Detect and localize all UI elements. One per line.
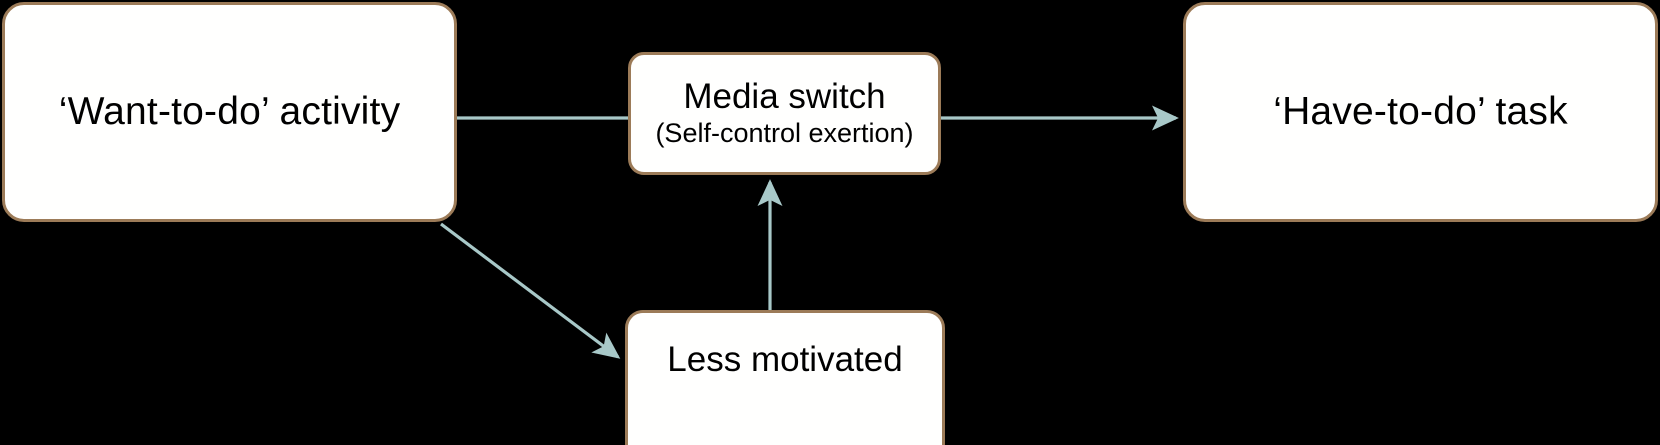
node-sublabel: (Self-control exertion) [655, 117, 914, 148]
edge-want-to-less [440, 222, 621, 359]
node-less-motivated[interactable]: Less motivated [625, 310, 945, 445]
node-label: ‘Have-to-do’ task [1273, 89, 1568, 133]
node-want-to-do-activity[interactable]: ‘Want-to-do’ activity [2, 2, 457, 222]
node-media-switch[interactable]: Media switch (Self-control exertion) [628, 52, 941, 175]
node-label: Less motivated [667, 340, 903, 379]
node-have-to-do-task[interactable]: ‘Have-to-do’ task [1183, 2, 1658, 222]
node-label: ‘Want-to-do’ activity [58, 89, 401, 133]
node-label: Media switch [683, 77, 886, 117]
